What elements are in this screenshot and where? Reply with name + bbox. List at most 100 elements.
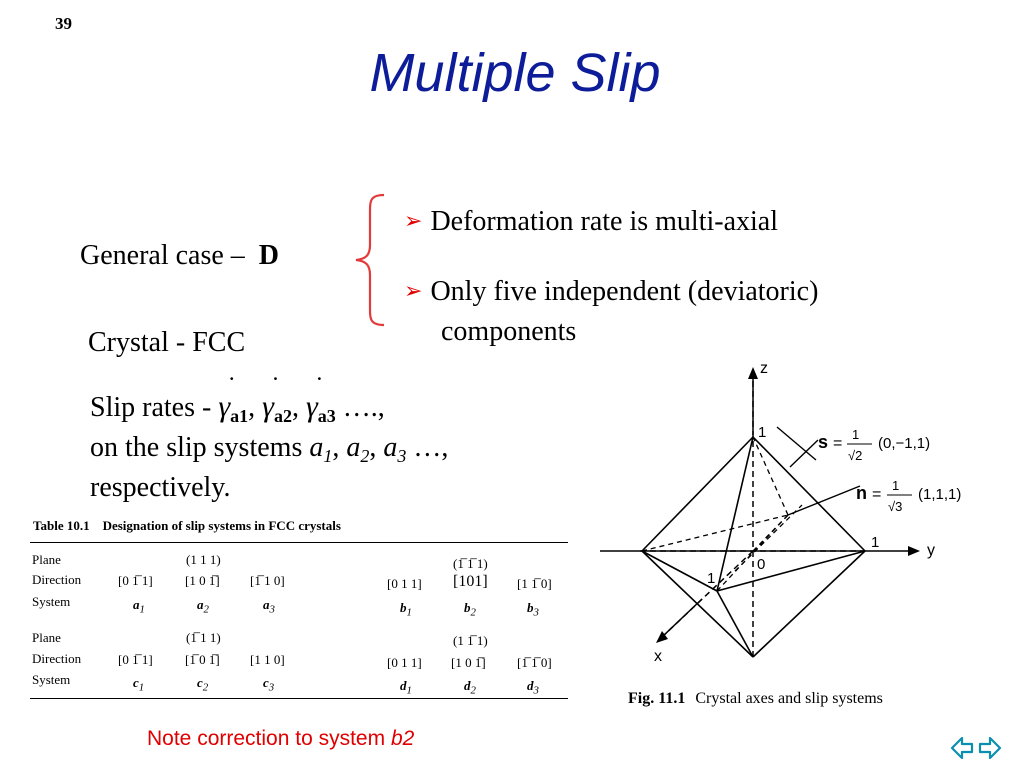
- crystal-label: Crystal - FCC: [88, 327, 246, 358]
- row-label-direction: Direction: [32, 651, 82, 666]
- s-symbol: s: [818, 432, 828, 452]
- z-one-label: 1: [758, 424, 766, 441]
- plane-b: (1̅ 1̅ 1): [453, 556, 488, 571]
- slip-systems-prefix: on the slip systems: [90, 432, 303, 463]
- note-text: Note correction to system: [147, 727, 386, 750]
- bullet-text: Deformation rate is multi-axial: [430, 206, 778, 237]
- system-b2: b2: [464, 600, 476, 619]
- caption-label: Fig. 11.1: [628, 690, 686, 707]
- direction-d3: [1̅ 1̅ 0]: [517, 655, 552, 670]
- row-label-system: System: [32, 672, 71, 687]
- n-vector: (1,1,1): [918, 486, 961, 503]
- z-arrow-icon: [748, 367, 758, 379]
- plane-c: (1̅ 1 1): [186, 630, 221, 645]
- slip-rates-prefix: Slip rates -: [90, 392, 212, 423]
- correction-note: Note correction to system b2: [147, 727, 414, 751]
- row-label-plane: Plane: [32, 630, 61, 645]
- figure-caption: Fig. 11.1 Crystal axes and slip systems: [628, 690, 883, 708]
- direction-a3: [1̅ 1 0]: [250, 573, 285, 588]
- system-b3: b3: [527, 600, 539, 619]
- s-numerator: 1: [852, 427, 859, 442]
- curly-brace: [355, 193, 385, 327]
- gamma-dot-a1: ˙γ: [218, 372, 236, 423]
- note-emph: b2: [390, 727, 415, 750]
- direction-d1: [0 1 1]: [387, 655, 422, 670]
- system-b1: b1: [400, 600, 412, 619]
- bullet-multiaxial: ➢ Deformation rate is multi-axial: [404, 206, 778, 238]
- system-c2: c2: [197, 675, 209, 694]
- caption-text: Crystal axes and slip systems: [695, 690, 883, 707]
- gamma-sub: a2: [273, 406, 292, 426]
- system-a1: a1: [133, 597, 145, 616]
- x-one-label: 1: [707, 570, 715, 587]
- system-letter: a: [383, 432, 398, 463]
- y-arrow-icon: [908, 546, 920, 556]
- slip-systems-line: on the slip systems a1, a2, a3 …,: [90, 432, 449, 466]
- deformation-symbol: D: [258, 240, 280, 271]
- direction-c3: [1 1 0]: [250, 652, 285, 667]
- system-d1: d1: [400, 678, 412, 697]
- direction-b2: [101]: [453, 573, 488, 590]
- x-label: x: [654, 648, 662, 665]
- general-case-text: General case –: [80, 240, 245, 271]
- direction-c1: [0 1̅ 1]: [118, 652, 153, 667]
- direction-c2: [1̅ 0 1̅]: [185, 652, 220, 667]
- n-vector: [787, 485, 861, 516]
- arrow-bullet-icon: ➢: [404, 209, 423, 234]
- table-title: Table 10.1 Designation of slip systems i…: [33, 518, 341, 533]
- slip-rates-line: Slip rates - ˙γa1, ˙γa2, ˙γa3 ….,: [90, 372, 385, 426]
- system-sub: 1: [323, 446, 333, 466]
- system-letter: a: [309, 432, 324, 463]
- system-sub: 2: [360, 446, 370, 466]
- bullet-continuation: components: [441, 316, 577, 347]
- prev-arrow-icon[interactable]: [950, 736, 974, 760]
- n-numerator: 1: [892, 478, 899, 493]
- nav-arrows-icon[interactable]: [950, 733, 1002, 763]
- slip-systems-tail: …,: [413, 432, 449, 463]
- system-a3: a3: [263, 597, 275, 616]
- respectively-line: respectively.: [90, 472, 231, 503]
- system-sub: 3: [397, 446, 407, 466]
- system-d2: d2: [464, 678, 476, 697]
- y-label: y: [927, 542, 935, 559]
- row-label-direction: Direction: [32, 572, 82, 587]
- crystal-axes-figure: z y x 1 1 1 0 s = 1 √2 (0,−1,1) n = 1: [600, 360, 961, 665]
- system-d3: d3: [527, 678, 539, 697]
- construction-lines: [641, 436, 803, 592]
- s-leader: [789, 439, 819, 468]
- gamma-dot-a2: ˙γ: [262, 372, 280, 423]
- gamma-dot-a3: ˙γ: [305, 372, 324, 423]
- slip-systems-table: Table 10.1 Designation of slip systems i…: [30, 518, 568, 704]
- x-arrow-icon: [656, 631, 668, 643]
- plane-a: (1 1 1): [186, 552, 221, 567]
- x-axis: [661, 598, 703, 638]
- plane-d: (1 1̅ 1): [453, 633, 488, 648]
- gamma-sub: a3: [317, 406, 336, 426]
- slide-title: Multiple Slip: [369, 43, 661, 103]
- n-denominator: √3: [888, 499, 902, 514]
- slip-rates-tail: ….,: [342, 392, 385, 423]
- s-equals: =: [833, 435, 842, 452]
- s-denominator: √2: [848, 448, 862, 463]
- n-symbol: n: [856, 483, 867, 503]
- direction-a2: [1 0 1̅]: [185, 573, 220, 588]
- direction-a1: [0 1̅ 1]: [118, 573, 153, 588]
- system-a2: a2: [197, 597, 209, 616]
- general-case-label: General case – D: [80, 240, 279, 272]
- row-label-system: System: [32, 594, 71, 609]
- system-c3: c3: [263, 675, 275, 694]
- z-label: z: [760, 360, 768, 377]
- origin-label: 0: [757, 556, 765, 573]
- next-arrow-icon[interactable]: [978, 736, 1002, 760]
- n-equals: =: [872, 486, 881, 503]
- y-one-label: 1: [871, 534, 879, 551]
- s-vector: (0,−1,1): [878, 435, 930, 452]
- bullet-five-components: ➢Only five independent (deviatoric): [404, 276, 818, 308]
- system-c1: c1: [133, 675, 145, 694]
- system-letter: a: [346, 432, 361, 463]
- direction-d2: [1 0 1̅]: [451, 655, 486, 670]
- s-leader: [776, 426, 817, 461]
- octahedron: [641, 436, 866, 658]
- direction-b3: [1 1̅ 0]: [517, 576, 552, 591]
- row-label-plane: Plane: [32, 552, 61, 567]
